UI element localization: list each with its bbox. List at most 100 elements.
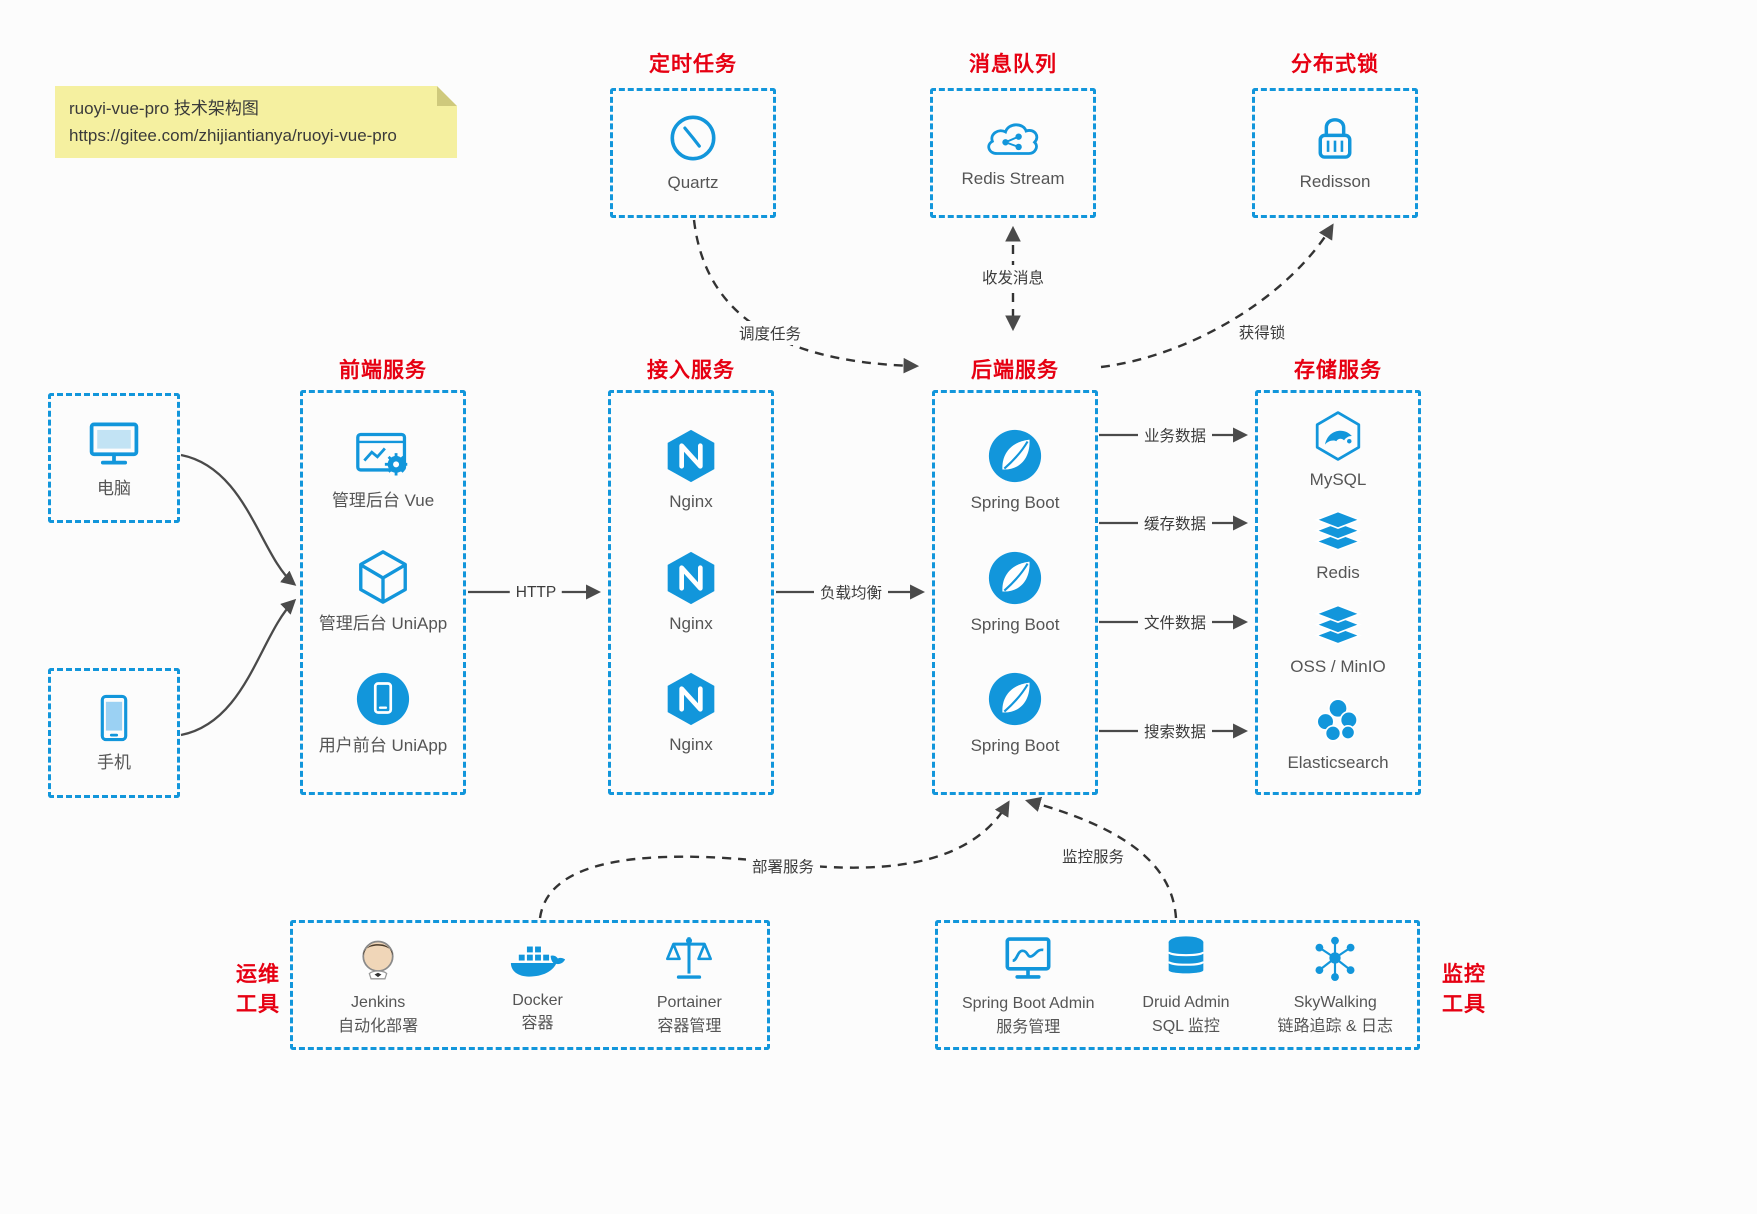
- user-uniapp-icon: [354, 670, 412, 728]
- node-label: Nginx: [669, 734, 713, 754]
- column-title-access: 接入服务: [647, 359, 735, 382]
- tool-name: SkyWalking: [1293, 994, 1377, 1012]
- node-label: Redis Stream: [961, 168, 1065, 188]
- sticky-note: ruoyi-vue-pro 技术架构图 https://gitee.com/zh…: [55, 86, 457, 159]
- edge-label-schedule: 调度任务: [732, 321, 808, 345]
- client-pc-box: 电脑: [48, 393, 180, 523]
- node-oss-minio: OSS / MinIO: [1290, 602, 1386, 679]
- elasticsearch-icon: [1313, 695, 1363, 745]
- phone-icon: [87, 691, 141, 745]
- layers-icon: [1313, 602, 1363, 649]
- node-elasticsearch: Elasticsearch: [1287, 695, 1389, 775]
- edge-label-cache-data: 缓存数据: [1137, 511, 1213, 535]
- layers-icon: [1313, 508, 1363, 555]
- node-label: Redis: [1316, 563, 1360, 583]
- ops-tools-label-line2: 工具: [236, 993, 280, 1017]
- edge-label-deploy: 部署服务: [745, 854, 821, 878]
- node-mysql: MySQL: [1309, 410, 1367, 492]
- cloud-network-icon: [983, 116, 1043, 161]
- node-spring-boot-admin: Spring Boot Admin 服务管理: [962, 931, 1095, 1038]
- sba-monitor-icon: [1001, 931, 1055, 985]
- spring-icon: [986, 427, 1044, 485]
- nginx-icon: [663, 550, 719, 606]
- monitor-tools-label: 监控 工具: [1436, 960, 1492, 1021]
- group-title-distributed-lock: 分布式锁: [1291, 53, 1379, 76]
- node-admin-vue: 管理后台 Vue: [332, 427, 434, 513]
- node-label: MySQL: [1309, 469, 1367, 489]
- monitor-tools-label-line1: 监控: [1442, 963, 1486, 986]
- node-springboot-1: Spring Boot: [970, 427, 1060, 515]
- backend-services-box: Spring Boot Spring Boot Spring Boot: [932, 390, 1098, 795]
- tool-desc: 服务管理: [996, 1018, 1061, 1036]
- admin-uniapp-icon: [354, 548, 412, 606]
- nginx-icon: [663, 428, 719, 484]
- spring-icon: [986, 549, 1044, 607]
- tool-desc: 链路追踪 & 日志: [1277, 1017, 1394, 1035]
- node-pc: 电脑: [86, 415, 142, 501]
- node-label: SkyWalking 链路追踪 & 日志: [1277, 991, 1393, 1037]
- spring-icon: [986, 670, 1044, 728]
- node-nginx-2: Nginx: [663, 550, 719, 636]
- node-springboot-2: Spring Boot: [970, 549, 1060, 637]
- node-springboot-3: Spring Boot: [970, 670, 1060, 758]
- node-phone: 手机: [87, 691, 141, 775]
- column-title-frontend: 前端服务: [339, 359, 427, 382]
- tool-name: Portainer: [656, 994, 722, 1012]
- edge-label-search-data: 搜索数据: [1137, 719, 1213, 743]
- edge-label-http: HTTP: [509, 583, 563, 603]
- edge-label-business-data: 业务数据: [1137, 423, 1213, 447]
- node-redis-stream: Redis Stream: [961, 116, 1065, 191]
- node-label: OSS / MinIO: [1290, 656, 1386, 676]
- scheduled-tasks-box: Quartz: [610, 88, 776, 218]
- note-title: ruoyi-vue-pro 技术架构图: [69, 99, 259, 118]
- tool-name: Jenkins: [351, 994, 406, 1012]
- admin-vue-icon: [353, 427, 413, 483]
- node-label: Elasticsearch: [1287, 753, 1389, 773]
- edge-label-message: 收发消息: [975, 265, 1051, 289]
- note-url: https://gitee.com/zhijiantianya/ruoyi-vu…: [69, 126, 397, 146]
- column-title-storage: 存储服务: [1294, 359, 1382, 382]
- group-title-message-queue: 消息队列: [969, 53, 1057, 76]
- edge-label-lock: 获得锁: [1232, 320, 1292, 344]
- ops-tools-label-line1: 运维: [236, 963, 280, 986]
- storage-services-box: MySQL Redis OSS / MinIO Elasticsearch: [1255, 390, 1421, 795]
- node-user-uniapp: 用户前台 UniApp: [319, 670, 447, 758]
- node-nginx-1: Nginx: [663, 428, 719, 514]
- node-label: Redisson: [1299, 172, 1371, 192]
- ops-tools-label: 运维 工具: [230, 960, 286, 1021]
- node-skywalking: SkyWalking 链路追踪 & 日志: [1277, 932, 1393, 1037]
- node-admin-uniapp: 管理后台 UniApp: [319, 548, 447, 636]
- node-label: 电脑: [97, 479, 131, 499]
- node-label: 用户前台 UniApp: [318, 735, 448, 755]
- frontend-services-box: 管理后台 Vue 管理后台 UniApp 用户前台 UniApp: [300, 390, 466, 795]
- node-label: Quartz: [667, 173, 719, 193]
- node-label: Spring Boot: [970, 492, 1060, 512]
- node-label: Spring Boot: [970, 614, 1060, 634]
- node-nginx-3: Nginx: [663, 671, 719, 757]
- node-quartz: Quartz: [666, 111, 720, 195]
- distributed-lock-box: Redisson: [1252, 88, 1418, 218]
- tool-name: Spring Boot Admin: [961, 995, 1095, 1013]
- edge-label-monitor: 监控服务: [1055, 844, 1131, 868]
- tool-desc: SQL 监控: [1152, 1017, 1220, 1035]
- docker-icon: [509, 935, 567, 982]
- database-icon: [1160, 932, 1212, 984]
- node-label: 管理后台 UniApp: [318, 613, 448, 633]
- node-label: Nginx: [669, 492, 713, 512]
- access-services-box: Nginx Nginx Nginx: [608, 390, 774, 795]
- node-label: Spring Boot Admin 服务管理: [962, 992, 1095, 1038]
- node-label: Spring Boot: [970, 736, 1060, 756]
- group-title-scheduled-tasks: 定时任务: [649, 53, 737, 76]
- skywalking-icon: [1309, 932, 1361, 984]
